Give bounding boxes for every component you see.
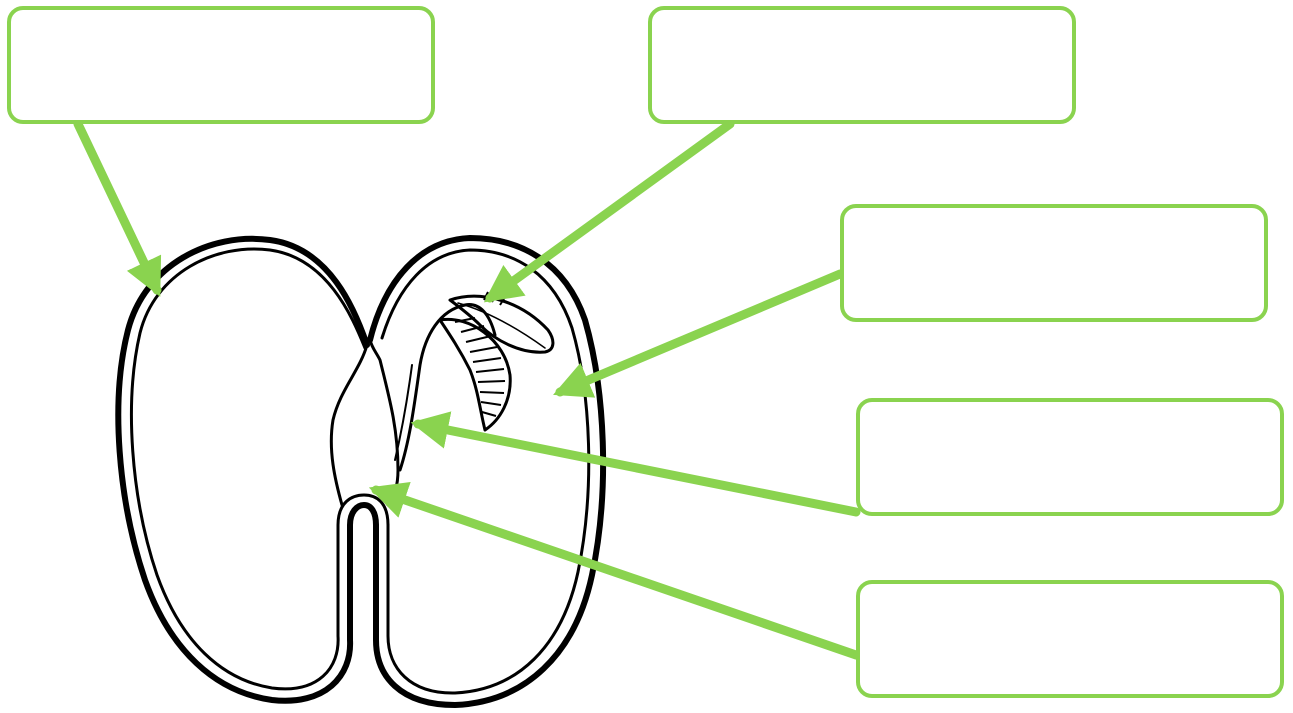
arrow-4 xyxy=(418,424,856,512)
right-cotyledon-inner-outline xyxy=(382,250,589,693)
arrow-2 xyxy=(490,124,730,298)
hypocotyl-curve xyxy=(440,319,510,430)
right-cotyledon-outer-outline xyxy=(370,238,603,705)
center-seam xyxy=(331,345,367,505)
label-box-seed-coat[interactable] xyxy=(7,6,435,124)
arrow-3 xyxy=(560,274,840,392)
hilum-junction xyxy=(370,340,398,505)
label-box-hilum[interactable] xyxy=(856,580,1284,698)
embryo-axis-inner xyxy=(395,365,412,460)
label-box-plumule[interactable] xyxy=(648,6,1076,124)
label-box-cotyledon[interactable] xyxy=(840,204,1268,322)
arrow-5 xyxy=(376,490,856,655)
arrow-1 xyxy=(78,124,157,290)
label-box-radicle[interactable] xyxy=(856,398,1284,516)
